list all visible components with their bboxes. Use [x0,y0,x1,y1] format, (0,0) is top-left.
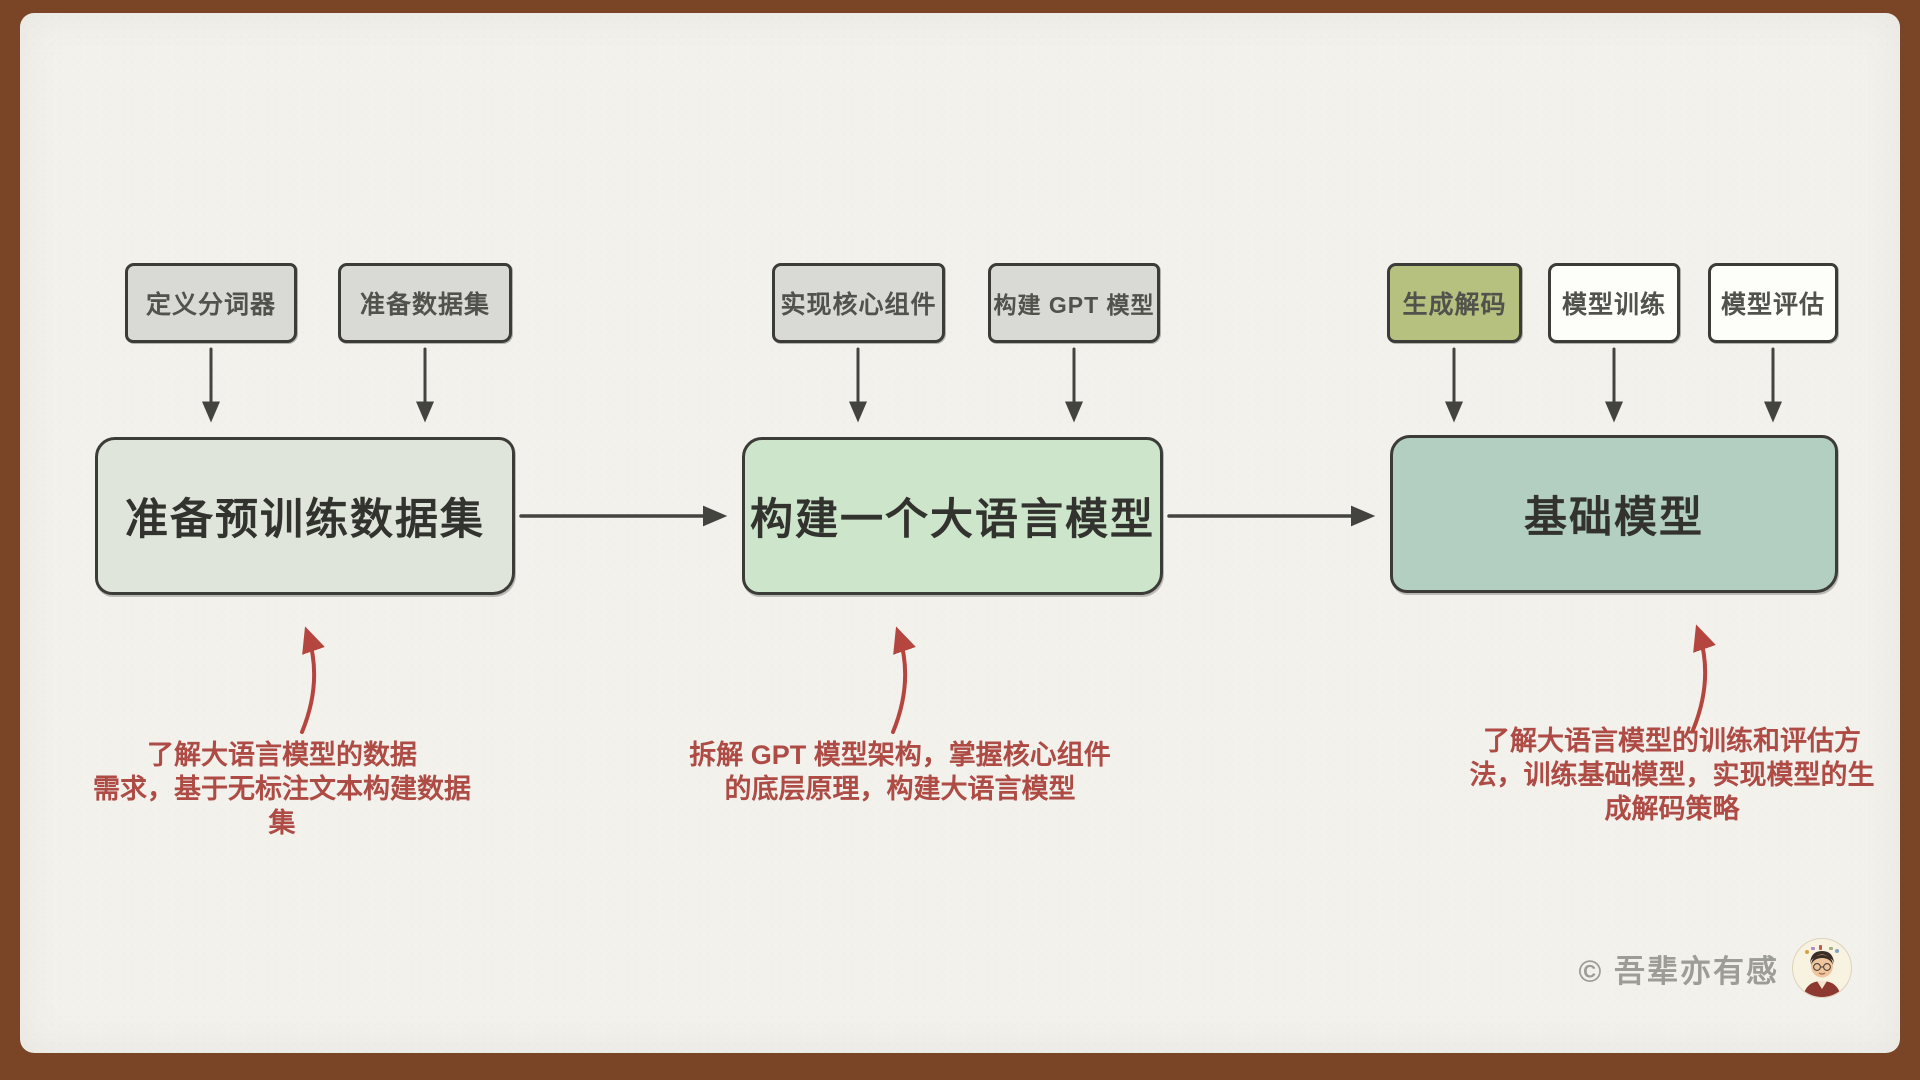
note-line: 的底层原理，构建大语言模型 [724,774,1076,804]
author-avatar [1792,938,1852,998]
node-build-gpt-model: 构建 GPT 模型 [988,263,1160,343]
avatar-illustration [1794,940,1850,997]
node-define-tokenizer: 定义分词器 [125,263,297,343]
watermark-text: © 吾辈亦有感 [1578,953,1779,989]
note-line: 拆解 GPT 模型架构，掌握核心组件 [689,740,1111,770]
stage-box-prepare-pretraining-dataset: 准备预训练数据集 [95,437,515,595]
node-label: 准备数据集 [359,291,490,319]
note-line: 了解大语言模型的数据 [147,740,417,770]
note-stage3: 了解大语言模型的训练和评估方 法，训练基础模型，实现模型的生 成解码策略 [1462,724,1882,826]
node-label: 模型训练 [1561,291,1666,319]
watermark: © 吾辈亦有感 [1579,933,1852,1003]
stage-title: 准备预训练数据集 [125,496,485,544]
note-line: 需求，基于无标注文本构建数据集 [93,774,471,838]
node-label: 定义分词器 [145,291,276,319]
note-line: 了解大语言模型的训练和评估方 [1483,726,1861,756]
note-stage1: 了解大语言模型的数据 需求，基于无标注文本构建数据集 [82,738,482,840]
stage-title: 基础模型 [1524,494,1704,542]
node-label: 实现核心组件 [780,291,937,319]
stage-box-foundation-model: 基础模型 [1390,435,1838,593]
node-implement-core-components: 实现核心组件 [772,263,945,343]
stage-box-build-llm: 构建一个大语言模型 [742,437,1163,595]
note-line: 法，训练基础模型，实现模型的生 [1469,760,1875,790]
note-line: 成解码策略 [1604,794,1740,824]
node-label: 生成解码 [1402,291,1507,319]
node-label: 构建 GPT 模型 [993,292,1155,318]
node-prepare-dataset: 准备数据集 [338,263,512,343]
node-label: 模型评估 [1720,291,1825,319]
node-model-evaluation: 模型评估 [1708,263,1838,343]
note-stage2: 拆解 GPT 模型架构，掌握核心组件 的底层原理，构建大语言模型 [680,738,1120,806]
node-model-training: 模型训练 [1548,263,1680,343]
stage-title: 构建一个大语言模型 [750,496,1155,544]
node-generate-decoding: 生成解码 [1387,263,1522,343]
